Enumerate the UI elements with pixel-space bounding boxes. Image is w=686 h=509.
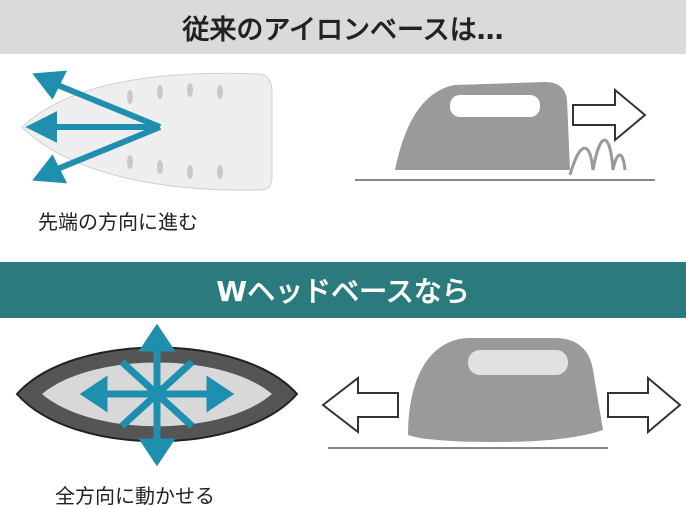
new-caption: 全方向に動かせる — [55, 484, 215, 508]
forward-arrows — [25, 70, 162, 184]
wbase-banner: Wヘッドベースなら — [0, 262, 686, 318]
all-direction-arrows — [79, 323, 235, 467]
w-soleplate-illustration — [15, 323, 299, 467]
arrow-right-icon — [607, 375, 682, 435]
w-iron-side-illustration — [321, 338, 682, 449]
old-soleplate-illustration — [21, 70, 273, 191]
header-banner: 従来のアイロンベースは… — [0, 0, 686, 54]
header-title: 従来のアイロンベースは… — [182, 14, 504, 46]
arrow-right-icon — [572, 87, 647, 143]
old-caption: 先端の方向に進む — [38, 210, 198, 234]
arrow-left-icon — [321, 375, 399, 435]
wbase-title: Wヘッドベースなら — [216, 275, 470, 308]
old-iron-side-illustration — [355, 82, 655, 181]
